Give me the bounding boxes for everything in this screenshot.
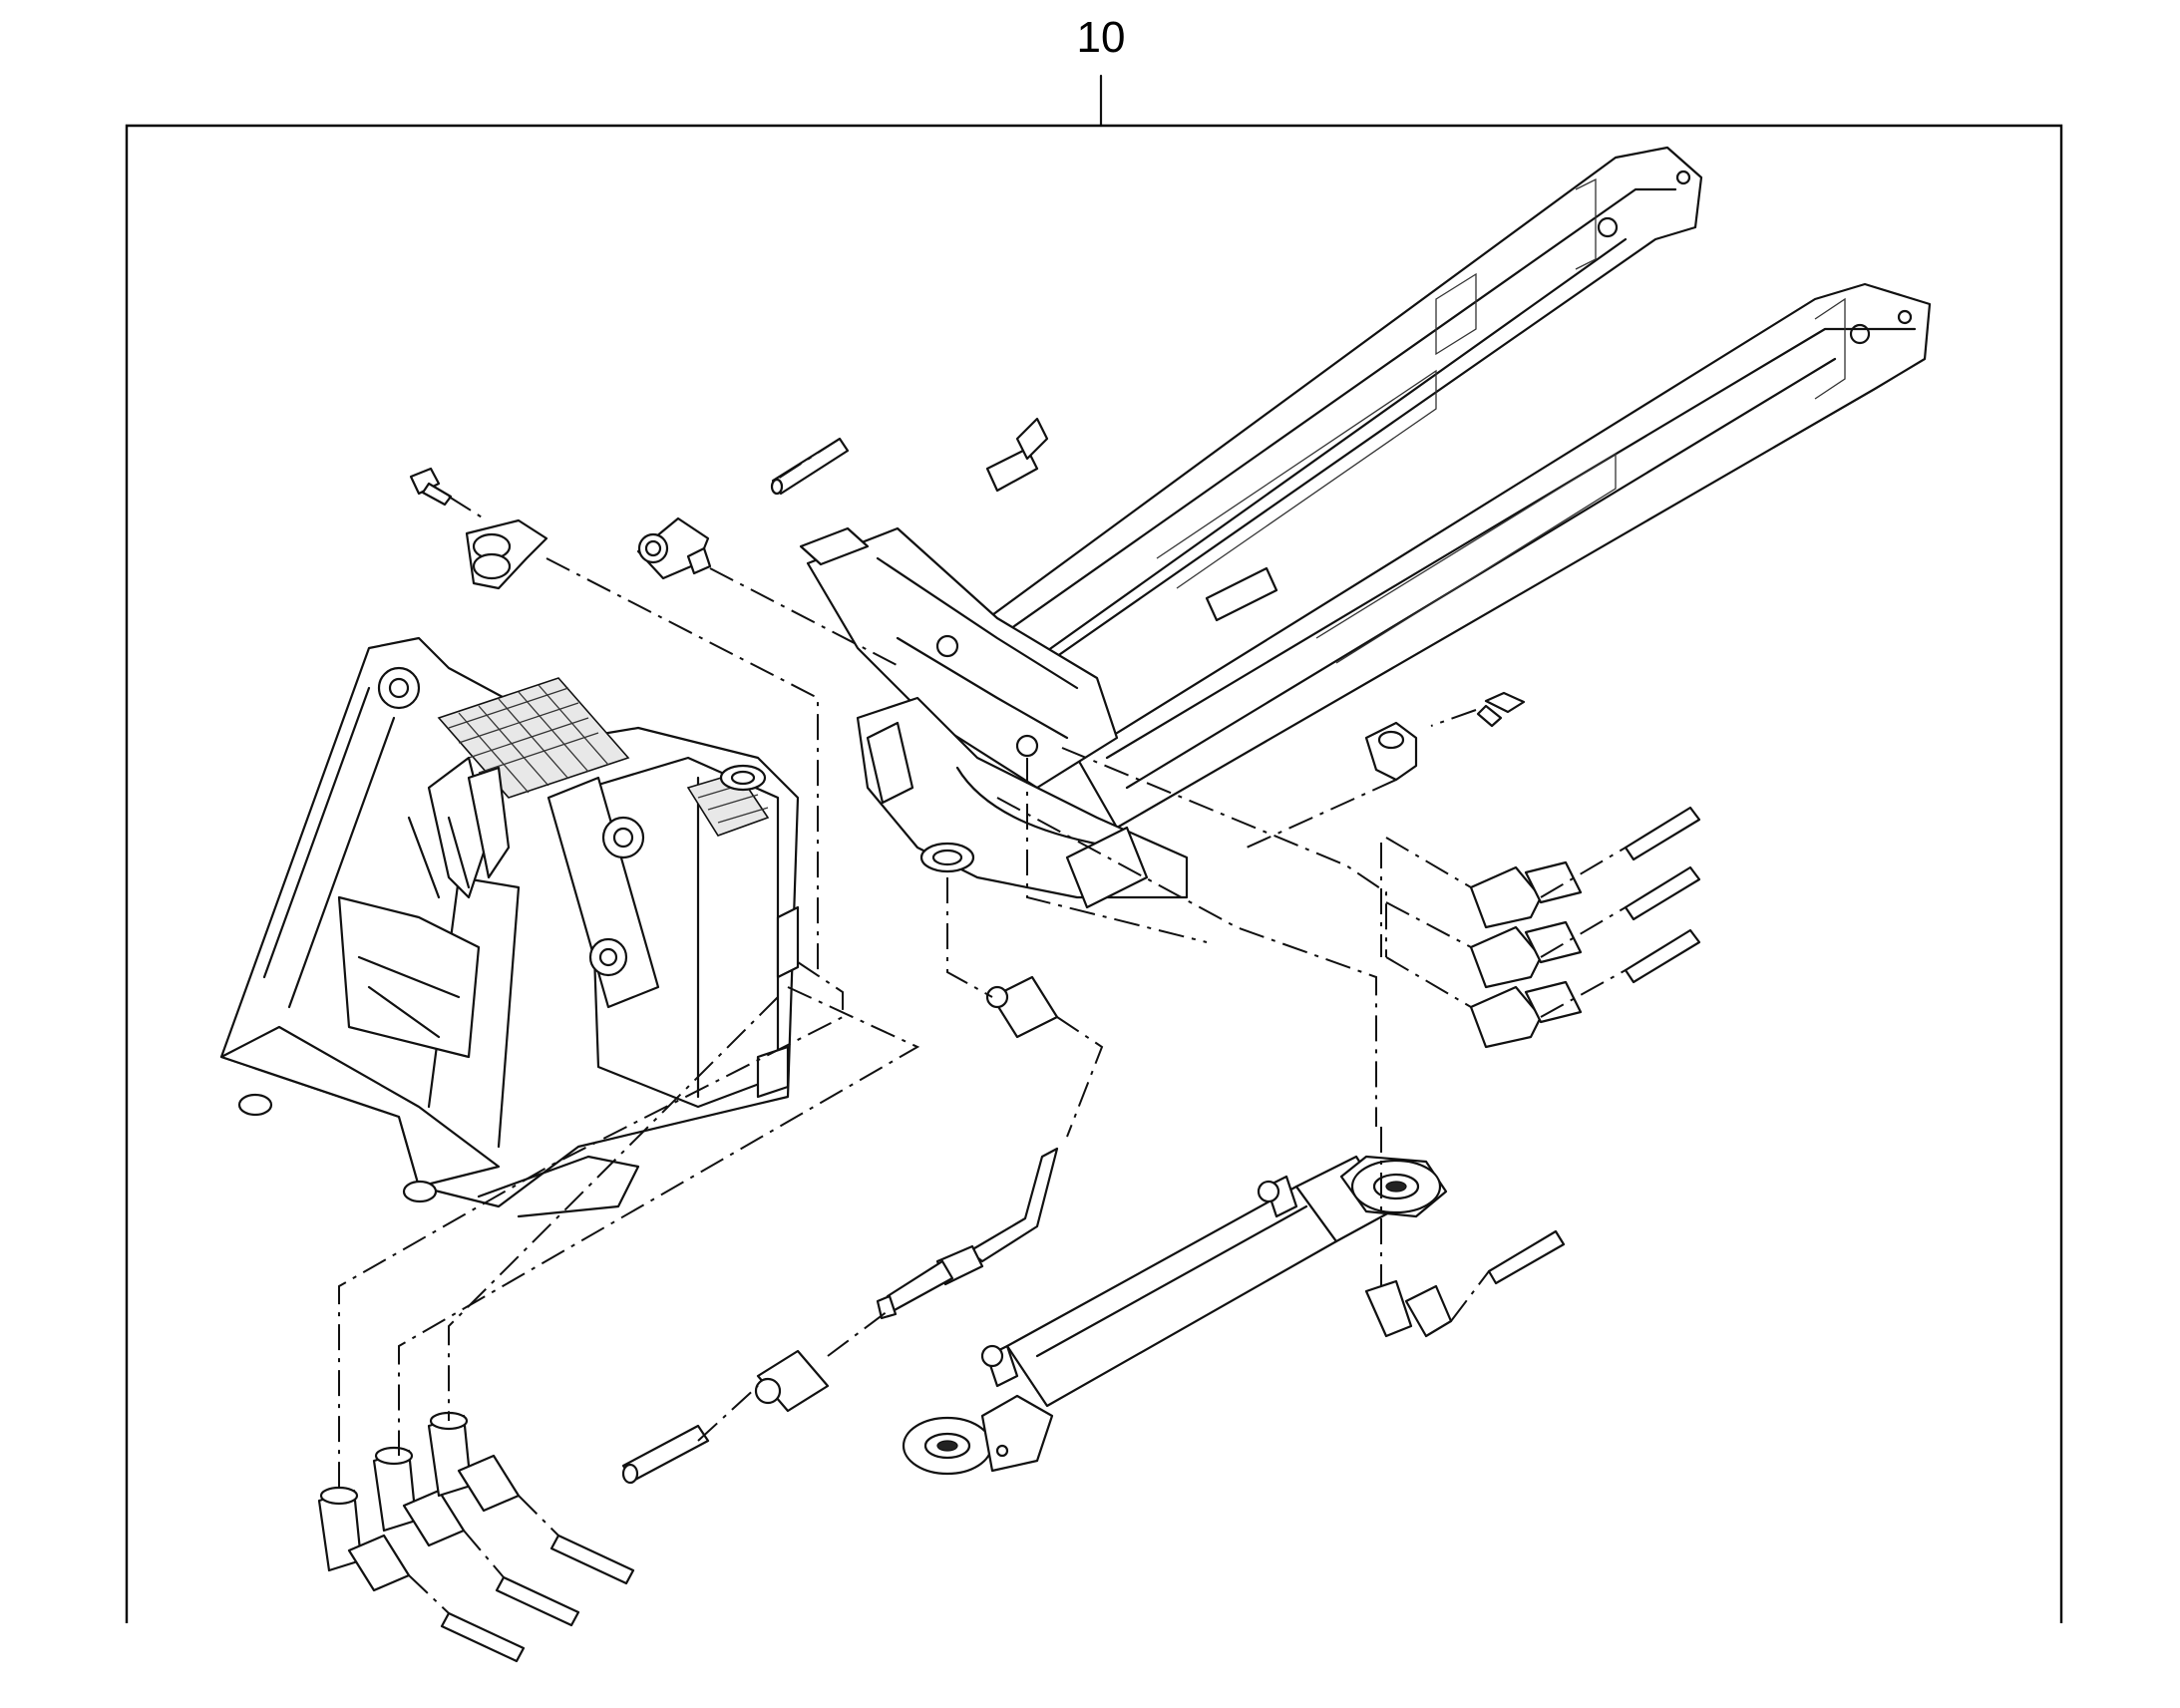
clamp-upper	[465, 518, 548, 590]
clamp-right	[1364, 721, 1418, 782]
bolt-upper	[409, 467, 453, 507]
straight-fitting-middle	[985, 975, 1059, 1039]
bolt-right	[1476, 691, 1526, 728]
hose-fitting-upper-left	[636, 516, 712, 580]
elbow-fittings-right	[1469, 860, 1583, 1049]
elbow-fittings-lower-left	[317, 1411, 521, 1592]
straight-fitting-lower	[754, 1349, 830, 1413]
spacer-tube-upper	[770, 437, 850, 496]
hydraulic-hose	[876, 1147, 1059, 1320]
assembly-leader-lines	[338, 438, 1627, 1614]
boom-arm-assembly	[799, 146, 1932, 909]
spacer-tube-lower-middle	[621, 1424, 710, 1485]
hydraulic-cylinder	[902, 1155, 1448, 1476]
assembly-bracket-frame	[125, 124, 2063, 1623]
elbow-fitting-cylinder	[1364, 1279, 1453, 1338]
spacer-tubes-lower-left	[440, 1534, 635, 1663]
callout-number: 10	[1077, 13, 1126, 62]
spacer-tubes-right	[1487, 806, 1701, 1285]
base-frame	[219, 636, 800, 1218]
